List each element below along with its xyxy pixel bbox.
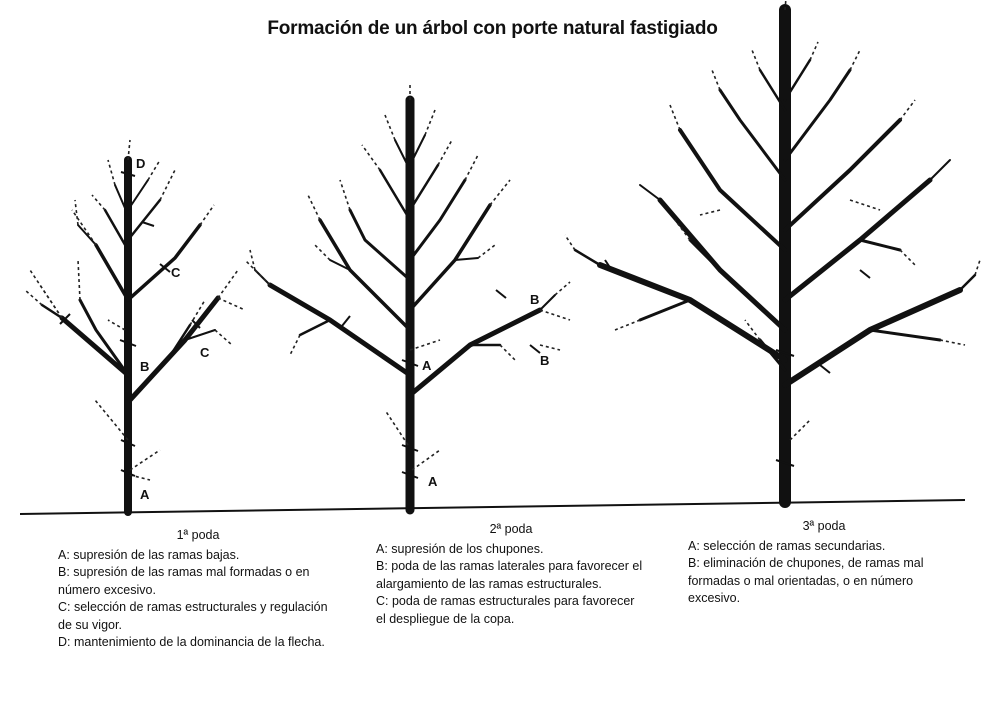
tree-1-note-a: A: supresión de las ramas bajas. (58, 547, 240, 562)
tree-1-cut-marks (59, 171, 201, 477)
tree-3-note-a: A: selección de ramas secundarias. (688, 538, 886, 553)
tree-2-cut-marks (341, 289, 541, 479)
tree-1-label-b: B (140, 359, 149, 374)
ground-line (19, 499, 966, 515)
tree-1-branches (40, 156, 221, 516)
tree-3-drawing (564, 0, 981, 508)
tree-1-label-d: D (136, 156, 145, 171)
tree-2-label-a-lower: A (428, 474, 438, 489)
tree-3-cut-marks (604, 259, 871, 467)
tree-2-drawing: A A B B (244, 82, 571, 515)
tree-2-pruned-shoots (244, 82, 571, 471)
tree-1-pruned-shoots (24, 139, 246, 481)
tree-1-note-d: D: mantenimiento de la dominancia de la … (58, 635, 325, 649)
tree-2-note-c: C: poda de ramas estructurales para favo… (376, 594, 635, 626)
tree-1-label-a: A (140, 487, 150, 502)
tree-1-drawing: A B C C D (24, 139, 246, 516)
tree-2-label-b-lower: B (540, 353, 549, 368)
tree-2-label-a-upper: A (422, 358, 432, 373)
tree-3-note-b: B: eliminación de chupones, de ramas mal… (688, 556, 924, 605)
tree-3-pruned-shoots (564, 0, 981, 441)
tree-1-label-c-lower: C (200, 345, 210, 360)
tree-1-heading: 1ª poda (176, 528, 220, 542)
tree-1-label-c-upper: C (171, 265, 181, 280)
tree-2-label-b-upper: B (530, 292, 539, 307)
tree-3-notes: 3ª poda A: selección de ramas secundaria… (688, 518, 960, 608)
tree-2-labels: A A B B (422, 292, 549, 489)
tree-3-branches (573, 4, 977, 508)
tree-3-heading: 3ª poda (802, 519, 846, 533)
diagram-title: Formación de un árbol con porte natural … (267, 18, 718, 39)
tree-1-notes: 1ª poda A: supresión de las ramas bajas.… (58, 527, 338, 652)
tree-2-note-a: A: supresión de los chupones. (376, 541, 544, 556)
tree-2-note-b: B: poda de las ramas laterales para favo… (376, 559, 643, 591)
tree-1-labels: A B C C D (136, 156, 210, 502)
tree-1-note-c: C: selección de ramas estructurales y re… (58, 600, 328, 632)
tree-1-note-b: B: supresión de las ramas mal formadas o… (58, 565, 310, 597)
tree-2-heading: 2ª poda (489, 522, 533, 536)
tree-2-notes: 2ª poda A: supresión de los chupones. B:… (376, 521, 646, 628)
tree-2-branches (254, 95, 556, 515)
